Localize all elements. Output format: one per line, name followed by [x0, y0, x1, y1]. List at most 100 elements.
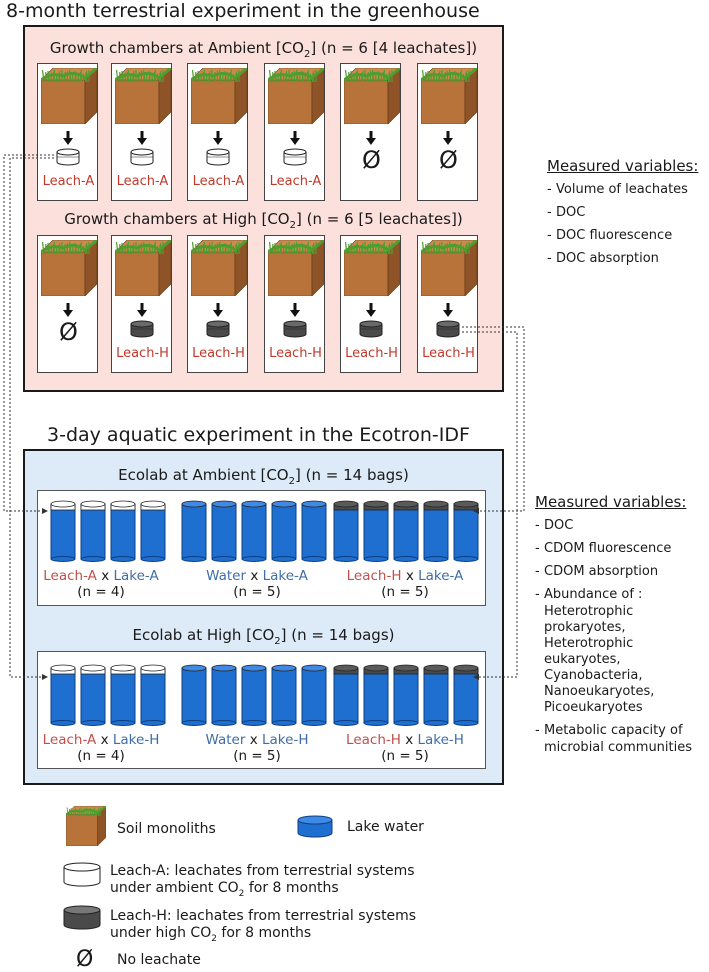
growth-chamber: Leach-H — [111, 235, 172, 373]
no-leachate-symbol: Ø — [362, 146, 381, 174]
down-arrow-icon — [290, 302, 300, 321]
water-bag-icon — [241, 664, 267, 730]
leach-h-bag-icon — [363, 664, 389, 730]
growth-chamber: Leach-H — [340, 235, 401, 373]
measured-item: DOC fluorescence — [547, 227, 707, 244]
leach-a-bag-icon — [50, 500, 76, 566]
leachate-label: Leach-H — [269, 346, 322, 361]
down-arrow-icon — [63, 302, 73, 321]
leachate-a-cup-icon — [206, 148, 230, 170]
abundance-item: Cyanobacteria, — [544, 668, 643, 683]
measured-item: DOC — [547, 204, 707, 221]
leach-a-bag-icon — [80, 664, 106, 730]
ecolab-ambient-title: Ecolab at Ambient [CO2] (n = 14 bags) — [118, 466, 409, 487]
leach-a-bag-icon — [140, 664, 166, 730]
water-bag-icon — [211, 664, 237, 730]
no-leachate-symbol: Ø — [439, 146, 458, 174]
down-arrow-icon — [290, 130, 300, 149]
legend-soil-label: Soil monoliths — [117, 821, 216, 837]
leachate-h-cup-icon — [436, 320, 460, 342]
n-count: (n = 4) — [77, 748, 125, 764]
growth-chamber: Leach-A — [187, 63, 248, 201]
lake-water-icon — [297, 815, 333, 843]
combo-label: Leach-H x Lake-H — [346, 732, 464, 748]
soil-monolith-icon — [114, 238, 172, 300]
soil-monolith-icon — [40, 238, 98, 300]
arrow-head — [42, 508, 48, 514]
soil-monolith-icon — [65, 805, 107, 850]
combo-label: Leach-A x Lake-A — [43, 568, 159, 584]
leachate-a-cup-icon — [56, 148, 80, 170]
abundance-item: Picoeukaryotes — [544, 700, 643, 715]
leachate-label: Leach-H — [345, 346, 398, 361]
measured-item: Metabolic capacity of microbial communit… — [535, 722, 709, 756]
leachate-label: Leach-H — [192, 346, 245, 361]
leach-a-bag-icon — [50, 664, 76, 730]
water-bag-icon — [271, 500, 297, 566]
combo-label: Leach-A x Lake-H — [42, 732, 160, 748]
measured-heading: Measured variables: — [535, 493, 687, 511]
ecolab-high-title: Ecolab at High [CO2] (n = 14 bags) — [132, 626, 395, 647]
down-arrow-icon — [366, 302, 376, 321]
legend-leach-h-label: Leach-H: leachates from terrestrial syst… — [110, 908, 417, 944]
connector-leach-h-ambient — [462, 326, 525, 512]
leachate-label: Leach-A — [42, 174, 95, 189]
soil-monolith-icon — [420, 66, 478, 128]
soil-monolith-icon — [343, 238, 401, 300]
legend-no-leachate-label: No leachate — [117, 952, 201, 968]
down-arrow-icon — [137, 130, 147, 149]
measured-item: DOC — [535, 517, 707, 534]
growth-chamber: Leach-H — [417, 235, 478, 373]
water-bag-icon — [211, 500, 237, 566]
growth-chamber: Leach-A — [264, 63, 325, 201]
measured-item: Abundance of : Heterotrophic prokaryotes… — [535, 586, 707, 716]
soil-monolith-icon — [267, 66, 325, 128]
growth-chamber: Leach-A — [37, 63, 98, 201]
water-bag-icon — [241, 500, 267, 566]
leach-a-legend-icon — [63, 862, 101, 892]
leachate-a-cup-icon — [283, 148, 307, 170]
down-arrow-icon — [443, 130, 453, 149]
growth-chamber: Leach-H — [264, 235, 325, 373]
growth-chamber: Leach-H — [187, 235, 248, 373]
n-count: (n = 5) — [233, 584, 281, 600]
growth-chamber: Ø — [417, 63, 478, 201]
high-growth-title: Growth chambers at High [CO2] (n = 6 [5 … — [64, 210, 463, 231]
leach-h-bag-icon — [363, 500, 389, 566]
arrow-head — [42, 674, 48, 680]
leachate-h-cup-icon — [130, 320, 154, 342]
no-leachate-symbol: Ø — [76, 947, 94, 972]
leachate-label: Leach-H — [116, 346, 169, 361]
combo-label: Water x Lake-H — [205, 732, 309, 748]
measured-heading: Measured variables: — [547, 157, 699, 175]
soil-monolith-icon — [267, 238, 325, 300]
down-arrow-icon — [63, 130, 73, 149]
soil-monolith-icon — [114, 66, 172, 128]
measured-item: Volume of leachates — [547, 181, 707, 198]
leachate-label: Leach-A — [116, 174, 169, 189]
abundance-item: Heterotrophic eukaryotes, — [544, 636, 634, 667]
n-count: (n = 5) — [233, 748, 281, 764]
water-bag-icon — [301, 664, 327, 730]
connector-leach-a-high — [9, 157, 54, 678]
water-bag-icon — [181, 664, 207, 730]
combo-label: Water x Lake-A — [206, 568, 308, 584]
down-arrow-icon — [366, 130, 376, 149]
arrow-head — [473, 674, 479, 680]
leach-a-bag-icon — [110, 664, 136, 730]
leachate-h-cup-icon — [206, 320, 230, 342]
leachate-h-cup-icon — [359, 320, 383, 342]
measured-item: DOC absorption — [547, 250, 707, 267]
no-leachate-symbol: Ø — [59, 318, 78, 346]
down-arrow-icon — [443, 302, 453, 321]
legend-leach-a-label: Leach-A: leachates from terrestrial syst… — [110, 863, 415, 899]
leachate-label: Leach-A — [192, 174, 245, 189]
connector-leach-a-ambient — [3, 154, 54, 512]
leach-h-bag-icon — [393, 500, 419, 566]
down-arrow-icon — [137, 302, 147, 321]
leach-a-bag-icon — [140, 500, 166, 566]
down-arrow-icon — [213, 302, 223, 321]
n-count: (n = 5) — [381, 584, 429, 600]
leach-h-bag-icon — [333, 500, 359, 566]
leachate-h-cup-icon — [283, 320, 307, 342]
